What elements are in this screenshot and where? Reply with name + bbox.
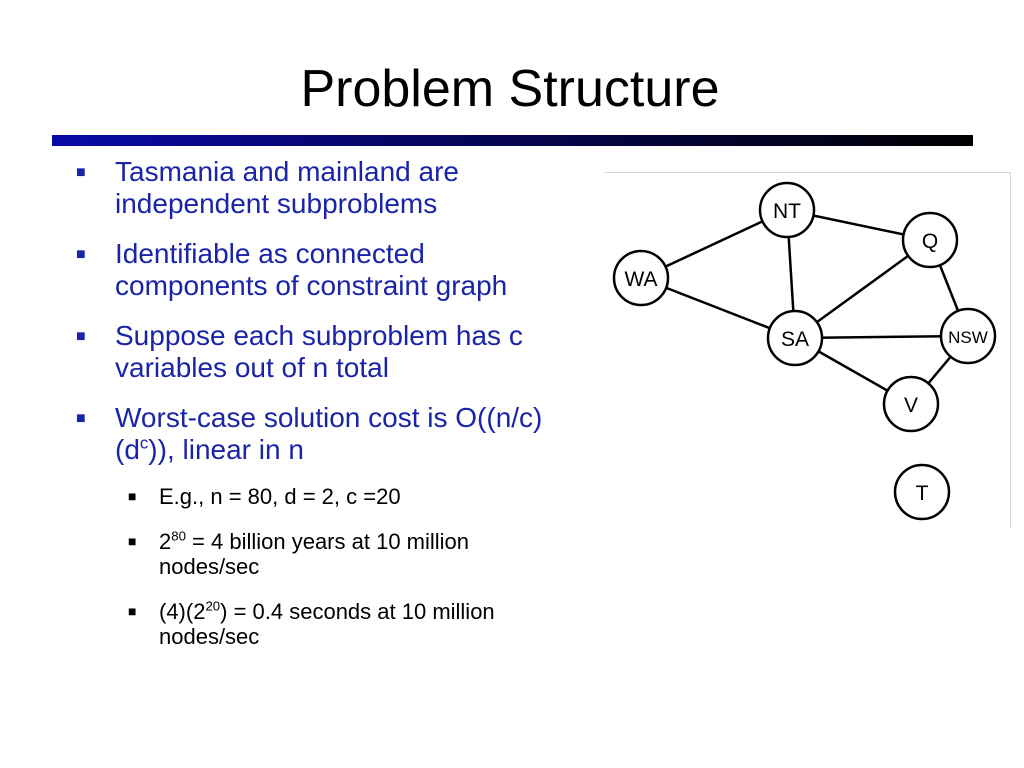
bullet-item: ■ Worst-case solution cost is O((n/c)(dc…: [72, 402, 552, 466]
node-t: T: [893, 463, 951, 521]
sub-bullet-item: ■ (4)(220) = 0.4 seconds at 10 million n…: [72, 599, 552, 649]
bullet-text: Tasmania and mainland are independent su…: [115, 156, 459, 219]
edge-sa-nsw: [794, 334, 969, 340]
node-label: T: [916, 482, 929, 505]
node-q: Q: [901, 211, 959, 269]
constraint-graph: NT Q WA SA NSW V T: [604, 172, 1011, 528]
node-label: WA: [624, 268, 657, 291]
superscript: 80: [171, 528, 186, 544]
node-label: SA: [781, 328, 809, 351]
title-divider: [52, 135, 973, 146]
node-v: V: [882, 375, 940, 433]
node-sa: SA: [766, 309, 824, 367]
node-label: NT: [773, 200, 801, 223]
bullet-text: Suppose each subproblem has c variables …: [115, 320, 523, 383]
square-bullet-icon: ■: [128, 533, 137, 549]
superscript: c: [139, 433, 149, 453]
sub-bullet-text: 280 = 4 billion years at 10 million node…: [159, 528, 470, 579]
bullet-item: ■ Suppose each subproblem has c variable…: [72, 320, 552, 384]
superscript: 20: [205, 598, 221, 614]
sub-bullet-item: ■ 280 = 4 billion years at 10 million no…: [72, 529, 552, 579]
bullet-item: ■ Tasmania and mainland are independent …: [72, 156, 552, 220]
bullet-item: ■ Identifiable as connected components o…: [72, 238, 552, 302]
sub-bullet-text: (4)(220) = 0.4 seconds at 10 million nod…: [159, 598, 495, 649]
node-nsw: NSW: [939, 307, 997, 365]
square-bullet-icon: ■: [76, 328, 86, 345]
square-bullet-icon: ■: [76, 246, 86, 263]
bullet-list: ■ Tasmania and mainland are independent …: [72, 156, 552, 669]
square-bullet-icon: ■: [128, 488, 137, 504]
bullet-text: Identifiable as connected components of …: [115, 238, 508, 301]
bullet-text: Worst-case solution cost is O((n/c)(dc))…: [115, 402, 543, 465]
node-wa: WA: [612, 249, 670, 307]
sub-bullet-text: E.g., n = 80, d = 2, c =20: [159, 484, 401, 509]
slide-title: Problem Structure: [300, 60, 720, 118]
square-bullet-icon: ■: [76, 164, 86, 181]
node-nt: NT: [758, 181, 816, 239]
node-label: NSW: [948, 328, 988, 347]
square-bullet-icon: ■: [128, 603, 137, 619]
node-label: Q: [922, 230, 938, 253]
node-label: V: [904, 394, 918, 417]
sub-bullet-item: ■ E.g., n = 80, d = 2, c =20: [72, 484, 552, 509]
square-bullet-icon: ■: [76, 410, 86, 427]
